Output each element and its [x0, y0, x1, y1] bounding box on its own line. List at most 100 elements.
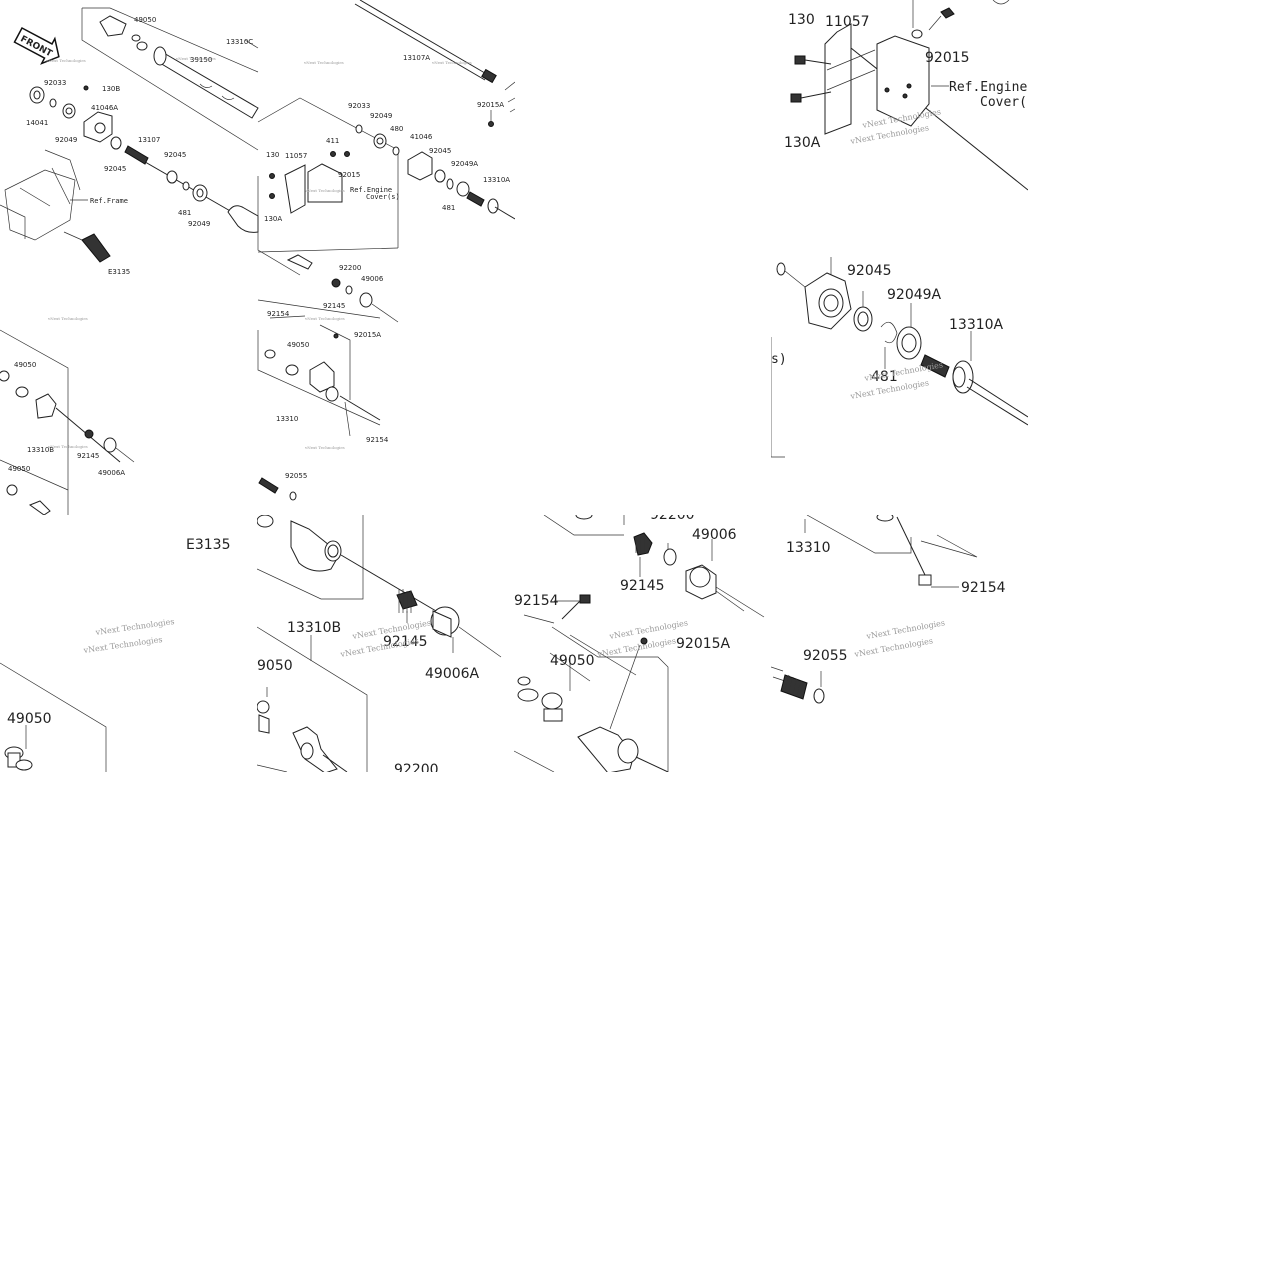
- watermark: vNext Technologies: [47, 316, 88, 321]
- part-label-92045: 92045: [847, 263, 892, 279]
- overview-label: 13107: [138, 136, 160, 144]
- yoke-lower-cluster: [257, 635, 348, 772]
- part-label-49006a: 49006A: [425, 666, 480, 682]
- part-label-9050: 9050: [257, 658, 293, 674]
- overview-label: 13310: [276, 415, 298, 423]
- part-label-92145: 92145: [620, 578, 665, 594]
- watermark: vNext Technologies: [47, 444, 88, 449]
- right-bearing-row: [355, 124, 515, 220]
- part-label-13310: 13310: [786, 540, 831, 556]
- part-label-13310b: 13310B: [287, 620, 341, 636]
- overview-label: 14041: [26, 119, 48, 127]
- lower-yoke-pair: [514, 626, 669, 772]
- overview-label: 92015A: [354, 331, 381, 339]
- part-label-130: 130: [788, 12, 815, 28]
- part-label-covers-tail: s): [771, 352, 787, 367]
- overview-label: 49006A: [98, 469, 125, 477]
- overview-label: 92049: [55, 136, 77, 144]
- overview-label: 92045: [104, 165, 126, 173]
- overview-label: 92154: [366, 436, 389, 444]
- overview-label: 92200: [339, 264, 361, 272]
- overview-label: 11057: [285, 152, 307, 160]
- bearing-housing: [776, 262, 1028, 426]
- overview-label: 13310B: [27, 446, 54, 454]
- left-bearing-row: [29, 85, 122, 150]
- bracket-11057: [269, 151, 350, 214]
- zoom-bracket-view: 130 11057 92015 Ref.Engine Cover( 130A v…: [771, 0, 1028, 257]
- watermark: vNext Technologies: [94, 617, 175, 637]
- zoom-coupler-view: 13310B 9050 92145 49006A 92200 vNext Tec…: [257, 515, 514, 772]
- prop-shaft-front: [153, 46, 259, 119]
- overview-label: 13310C: [226, 38, 253, 46]
- bracket-plate: [824, 23, 930, 135]
- part-label-92200: 92200: [394, 762, 439, 772]
- watermark: vNext Technologies: [865, 618, 946, 641]
- part-label-92015: 92015: [925, 50, 970, 66]
- part-label-49050: 49050: [7, 711, 52, 727]
- overview-label: E3135: [108, 268, 130, 276]
- overview-label: 92145: [77, 452, 99, 460]
- overview-label: 49050: [14, 361, 36, 369]
- part-label-49050: 49050: [550, 653, 595, 669]
- overview-label: 92055: [285, 472, 307, 480]
- overview-label: Cover(s): [366, 193, 400, 201]
- yoke-coupler: [257, 515, 502, 658]
- overview-label: Ref.Frame: [90, 197, 128, 205]
- overview-label: 49006: [361, 275, 384, 283]
- overview-label: 92033: [44, 79, 66, 87]
- output-shaft: [354, 0, 497, 84]
- part-label-cover: Cover(: [980, 95, 1027, 110]
- part-label-92055: 92055: [803, 648, 848, 664]
- cross-joint: [4, 725, 33, 771]
- long-bolt-right: [876, 515, 959, 588]
- watermark: vNext Technologies: [863, 360, 944, 383]
- overview-label: 92015A: [477, 101, 504, 109]
- spline-stub: [63, 231, 111, 263]
- long-bolt: [523, 594, 591, 624]
- overview-label: 92049: [370, 112, 392, 120]
- center-shaft: [124, 145, 233, 213]
- watermark: vNext Technologies: [45, 58, 86, 63]
- watermark: vNext Technologies: [304, 316, 345, 321]
- part-label-130a: 130A: [784, 135, 821, 151]
- yoke-upper: [99, 15, 148, 51]
- overview-label: 92015: [338, 171, 360, 179]
- overview-diagram: FRONT: [0, 0, 515, 515]
- part-label-11057: 11057: [825, 14, 870, 30]
- watermark: vNext Technologies: [304, 445, 345, 450]
- overview-label: 480: [390, 125, 403, 133]
- watermark: vNext Technologies: [82, 635, 163, 655]
- zoom-yoke-bolt-view: 92200 49006 92145 92154 49050 92015A vNe…: [514, 515, 771, 772]
- part-label-92154: 92154: [961, 580, 1006, 596]
- part-label-92145: 92145: [383, 634, 428, 650]
- overview-label: 92049: [188, 220, 210, 228]
- overview-label: 481: [178, 209, 191, 217]
- part-label-92154: 92154: [514, 593, 559, 609]
- watermark: vNext Technologies: [431, 60, 472, 65]
- bearing-bushing: [575, 515, 765, 618]
- overview-label: Ref.Engine: [350, 186, 392, 194]
- overview-label: 92145: [323, 302, 345, 310]
- zoom-left-yoke-view: E3135 49050 vNext Technologies vNext Tec…: [0, 515, 257, 772]
- part-label-ref-engine: Ref.Engine: [949, 80, 1027, 95]
- part-label-92200: 92200: [650, 515, 695, 523]
- part-label-92015a: 92015A: [676, 636, 731, 652]
- overview-label: 41046: [410, 133, 433, 141]
- overview-label: 411: [326, 137, 339, 145]
- spline-stub-right: [771, 666, 825, 704]
- overview-label: 13107A: [403, 54, 430, 62]
- overview-label: 41046A: [91, 104, 118, 112]
- yoke-lower: [264, 333, 381, 437]
- overview-label: 49050: [134, 16, 156, 24]
- zoom-bolt-view: 13310 92154 92055 vNext Technologies vNe…: [771, 515, 1028, 772]
- watermark: vNext Technologies: [175, 56, 216, 61]
- frame-sketch: [0, 149, 81, 241]
- overview-label: 92045: [164, 151, 186, 159]
- overview-label: 39150: [190, 56, 212, 64]
- overview-label: 49050: [8, 465, 30, 473]
- part-label-e3135: E3135: [186, 537, 230, 553]
- yoke-left-lower: [0, 370, 135, 515]
- coupler-group: [257, 254, 399, 323]
- watermark: vNext Technologies: [304, 188, 345, 193]
